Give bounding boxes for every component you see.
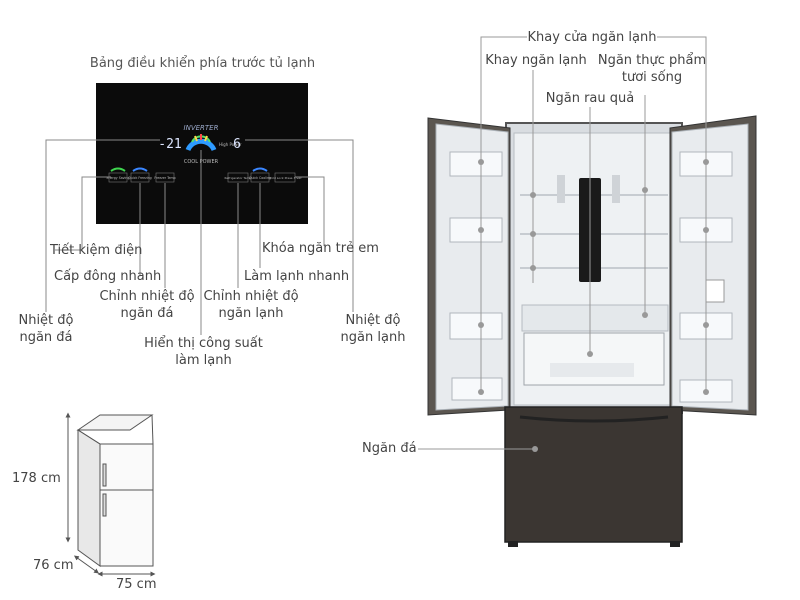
label-energy-saving: Tiết kiệm điện [50, 243, 143, 258]
label-quick-freeze: Cấp đông nhanh [54, 269, 162, 284]
dimension-sketch [65, 412, 156, 577]
label-fridge-tray: Khay ngăn lạnh [485, 53, 587, 68]
energy-saving-button[interactable]: Energy Saving [107, 167, 130, 183]
refrigerator-illustration [427, 115, 757, 547]
dimension-width: 75 cm [116, 577, 157, 592]
freezer-temp-display: -21 [158, 137, 181, 152]
label-vegetable: Ngăn rau quả [545, 91, 635, 106]
high-power-text: High Power [219, 142, 242, 147]
energy-saving-text: Energy Saving [107, 176, 130, 180]
panel-leader-lines [45, 139, 354, 335]
label-freezer-temp-adjust: Chỉnh nhiệt độ ngăn đá [99, 289, 195, 321]
quick-cooling-button[interactable]: Quick Cooling [249, 167, 271, 183]
refrigerator-temp-button[interactable]: Refrigerator Temp [225, 172, 252, 183]
label-quick-cooling: Làm lạnh nhanh [244, 269, 350, 284]
quick-freezing-button[interactable]: Quick Freezing [128, 167, 152, 183]
cooling-power-arc [185, 134, 217, 152]
panel-content: INVERTER -21 High Power 6 COOL POWER Ene… [107, 124, 302, 183]
label-child-lock: Khóa ngăn trẻ em [262, 241, 379, 256]
panel-title: Bảng điều khiển phía trước tủ lạnh [89, 56, 316, 71]
freezer-temp-button[interactable]: Freezer Temp [154, 172, 176, 183]
label-cooling-power-display: Hiển thị công suất làm lạnh [144, 336, 263, 368]
label-fridge-temp-adjust: Chỉnh nhiệt độ ngăn lạnh [203, 289, 299, 321]
label-door-tray: Khay cửa ngăn lạnh [527, 30, 657, 45]
quick-freezing-text: Quick Freezing [128, 176, 151, 180]
fridge-leader-lines [418, 36, 707, 450]
freezer-temp-text: Freezer Temp [154, 176, 175, 180]
label-freezer-temp: Nhiệt độ ngăn đá [18, 313, 74, 345]
fridge-leader-dots [478, 159, 709, 452]
dimension-height: 178 cm [12, 471, 61, 486]
child-lock-text: Child Lock Press 3 Sec [268, 176, 302, 180]
label-fridge-temp: Nhiệt độ ngăn lạnh [340, 313, 406, 345]
quick-cooling-text: Quick Cooling [249, 176, 271, 180]
refrigerator-temp-text: Refrigerator Temp [225, 176, 252, 180]
inverter-logo: INVERTER [184, 124, 219, 132]
label-freezer: Ngăn đá [362, 441, 417, 456]
label-fresh-food: Ngăn thực phẩm tươi sống [597, 53, 707, 85]
control-panel [96, 83, 308, 224]
fridge-temp-display: 6 [233, 137, 241, 152]
dimension-depth: 76 cm [33, 558, 74, 573]
